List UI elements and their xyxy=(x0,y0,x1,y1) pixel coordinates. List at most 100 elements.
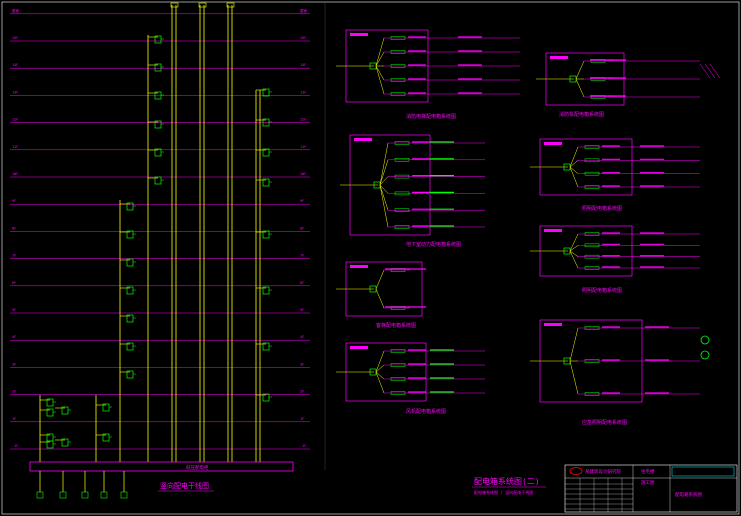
distribution-box xyxy=(262,118,270,127)
floor-label: 5F xyxy=(12,308,16,312)
floor-label-right: 15F xyxy=(300,36,306,40)
branch-link xyxy=(379,142,389,186)
floor-label: 6F xyxy=(12,281,16,285)
floor-label-right: 10F xyxy=(300,172,306,176)
sheet-title: 配电箱系统图(二) xyxy=(474,476,540,486)
branch-breaker xyxy=(584,185,600,189)
branch-breaker xyxy=(584,145,600,149)
branch-link xyxy=(375,364,385,373)
panel-caption-3: 客梯配电箱系统图 xyxy=(376,322,416,329)
branch-link xyxy=(375,269,385,290)
floor-label: 屋面 xyxy=(12,8,19,13)
branch-breaker xyxy=(584,158,600,163)
branch-breaker xyxy=(390,92,406,96)
distribution-box xyxy=(262,286,270,295)
branch-link xyxy=(375,371,385,380)
branch-link xyxy=(569,250,579,269)
low-voltage-bus xyxy=(29,461,294,472)
branch-link xyxy=(375,371,385,394)
distribution-box xyxy=(154,120,162,129)
distribution-box xyxy=(262,148,270,157)
riser-nodes xyxy=(40,35,272,449)
branch-link xyxy=(569,233,579,252)
motor-load-icon xyxy=(700,350,710,360)
distribution-box xyxy=(154,63,162,72)
branch-link xyxy=(375,288,385,309)
floor-label-right: 屋面 xyxy=(300,8,308,13)
branch-breaker xyxy=(584,326,600,330)
distribution-box xyxy=(262,342,270,351)
branch-link xyxy=(379,184,389,211)
branch-link xyxy=(375,350,385,373)
load-hatch xyxy=(699,63,711,79)
riser-top-cap xyxy=(226,2,235,8)
panel-caption-7: 照明配电箱系统图 xyxy=(582,287,622,294)
panel-id-mark xyxy=(544,229,562,232)
distribution-box xyxy=(126,258,134,267)
branch-breaker xyxy=(394,141,410,145)
drawing-stage: 施工图 xyxy=(641,479,655,486)
panel-id-mark xyxy=(350,33,368,36)
branch-link xyxy=(569,250,579,257)
panel-id-mark xyxy=(544,142,562,145)
panel-schedules xyxy=(336,29,721,403)
distribution-box xyxy=(262,393,270,402)
branch-breaker xyxy=(390,391,406,395)
panel-id-mark xyxy=(544,323,562,326)
panel-caption-8: 应急照明配电系统图 xyxy=(582,419,627,426)
floor-label: 12F xyxy=(12,118,18,122)
branch-breaker xyxy=(394,208,410,212)
company-logo-icon xyxy=(569,467,583,475)
branch-breaker xyxy=(394,158,410,162)
distribution-box xyxy=(61,406,69,415)
floor-label-right: 11F xyxy=(300,145,306,149)
branch-breaker xyxy=(390,363,406,367)
floor-label-right: 4F xyxy=(300,335,304,339)
branch-breaker xyxy=(584,232,600,236)
branch-breaker xyxy=(390,64,406,68)
distribution-box xyxy=(46,408,54,417)
load-hatch xyxy=(704,63,716,79)
riser-diagram-title: 竖向配电干线图 xyxy=(160,481,209,490)
floor-label: 15F xyxy=(12,36,18,40)
feeder-breaker xyxy=(36,491,44,499)
branch-link xyxy=(569,166,579,174)
floor-label: 9F xyxy=(12,199,16,203)
branch-link xyxy=(569,360,579,395)
distribution-box xyxy=(262,230,270,239)
floor-label: 11F xyxy=(12,145,18,149)
distribution-box xyxy=(102,433,110,442)
distribution-box xyxy=(154,35,162,44)
branch-breaker xyxy=(390,36,406,40)
branch-breaker xyxy=(394,225,410,229)
floor-label: 3F xyxy=(12,362,16,366)
floor-label-right: 2F xyxy=(300,390,304,394)
floor-label-right: 13F xyxy=(300,90,306,94)
motor-load-icon xyxy=(700,335,710,345)
branch-breaker xyxy=(394,174,410,179)
drawing-name: 配电箱系统图 xyxy=(675,491,702,498)
branch-breaker xyxy=(584,359,600,363)
riser-top-cap xyxy=(198,2,207,8)
distribution-box xyxy=(262,88,270,97)
panel-caption-5: 消防泵配电箱系统图 xyxy=(559,111,604,118)
branch-link xyxy=(379,159,389,186)
distribution-box xyxy=(61,438,69,447)
branch-breaker xyxy=(390,50,406,54)
branch-link xyxy=(375,51,385,67)
panel-id-mark xyxy=(350,265,368,268)
riser-top-cap xyxy=(170,2,179,8)
floor-label-right: 7F xyxy=(300,254,304,258)
floor-label-right: 1F xyxy=(300,417,304,421)
distribution-box xyxy=(126,370,134,379)
branch-breaker xyxy=(394,191,410,196)
distribution-box xyxy=(102,403,110,412)
distribution-box xyxy=(46,440,54,449)
branch-link xyxy=(379,184,389,228)
branch-link xyxy=(569,160,579,168)
feeder-breaker xyxy=(100,491,108,499)
branch-breaker xyxy=(584,392,600,396)
branch-link xyxy=(569,327,579,362)
